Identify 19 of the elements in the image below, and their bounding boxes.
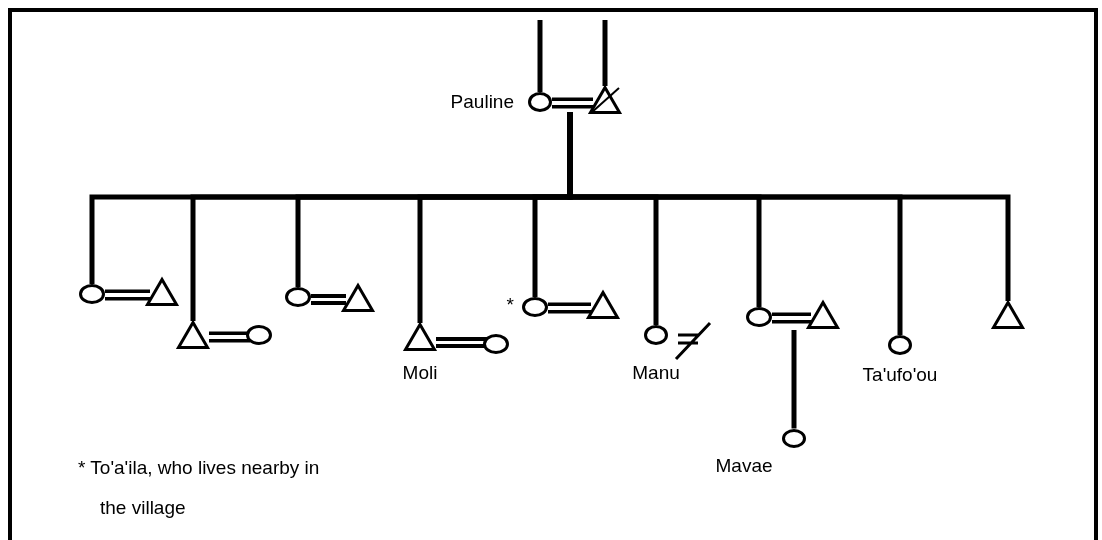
descent-line xyxy=(537,20,543,92)
marriage-sign xyxy=(209,331,250,343)
descent-line xyxy=(791,330,797,429)
marriage-sign xyxy=(548,302,591,314)
person-name: Mavae xyxy=(715,456,773,475)
divorce-sign xyxy=(674,321,712,361)
footnote-text: * To'a'ila, who lives nearby in the village xyxy=(78,456,321,520)
descent-line xyxy=(602,20,608,86)
person-name: Pauline xyxy=(450,92,514,111)
marriage-sign xyxy=(772,312,811,324)
marriage-sign xyxy=(105,289,150,301)
person-name: Moli xyxy=(402,363,438,382)
descent-line xyxy=(567,112,1011,301)
person-name: Ta'ufo'ou xyxy=(862,365,938,384)
person-name: Manu xyxy=(632,363,680,382)
marriage-sign xyxy=(436,337,487,348)
marriage-sign xyxy=(311,294,346,305)
marriage-sign xyxy=(552,97,593,109)
asterisk-mark: * xyxy=(506,295,514,314)
